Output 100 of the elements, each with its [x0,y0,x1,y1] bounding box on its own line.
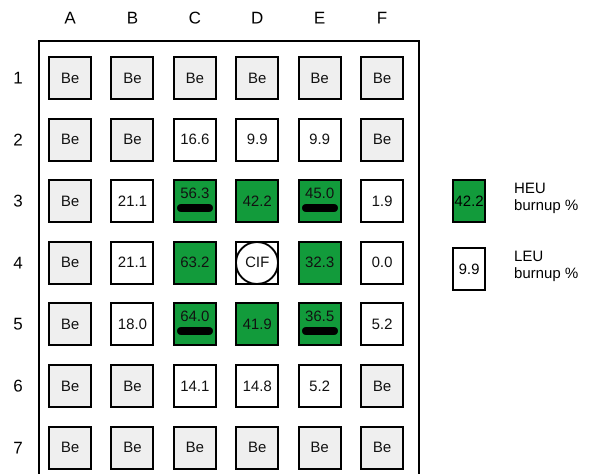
burnup-value: Be [372,132,392,148]
reflector-element [172,56,217,100]
reflector-element [48,240,92,285]
reflector-element [110,118,154,162]
fuel-element [110,240,154,285]
fuel-element [172,240,217,285]
reflector-element [48,426,92,470]
burnup-value: 18.0 [118,316,147,332]
row-label: 4 [13,254,23,272]
fuel-element [235,118,280,162]
burnup-value: 42.2 [242,194,272,209]
reflector-element [298,426,342,470]
fuel-element [172,364,217,408]
burnup-value: 21.1 [118,194,147,209]
burnup-value: 9.9 [309,132,330,148]
fuel-element [110,302,154,346]
burnup-value: Be [372,440,392,456]
reflector-element [298,56,342,100]
reflector-element [110,56,154,100]
fuel-element [235,179,280,224]
burnup-value: 14.1 [180,378,210,394]
burnup-value: Be [60,440,80,456]
reflector-element [48,118,92,162]
fuel-element [172,302,217,346]
reflector-element [110,364,154,408]
column-label: F [376,10,388,26]
legend-text: HEU burnup % [514,180,580,214]
reflector-element [360,364,404,408]
burnup-value: Be [123,378,142,394]
burnup-value: Be [248,440,266,456]
burnup-value: Be [123,70,142,86]
row-label: 3 [13,192,23,210]
burnup-value: 16.6 [180,132,210,148]
burnup-value: Be [60,194,80,209]
burnup-value: Be [60,316,80,332]
burnup-value: 14.8 [242,378,272,394]
burnup-value: Be [60,70,80,86]
burnup-value: Be [186,70,204,86]
burnup-value: Be [310,70,329,86]
burnup-value: 64.0 [180,309,210,324]
fuel-element [298,302,342,346]
fuel-element [172,118,217,162]
burnup-value: Be [123,440,142,456]
column-label: C [188,10,201,26]
burnup-value: 32.3 [304,255,334,270]
row-label: 1 [13,70,23,86]
fuel-element [298,364,342,408]
burnup-value: 5.2 [372,316,392,332]
column-label: D [251,10,264,26]
legend-value: 9.9 [458,260,480,278]
reflector-element [235,426,280,470]
reflector-element [172,426,217,470]
row-label: 7 [13,439,23,456]
irradiation-facility-circle: CIF [235,240,280,285]
fuel-element [360,240,404,285]
burnup-value: 1.9 [372,194,392,209]
fuel-element [298,179,342,224]
burnup-value: Be [372,378,392,394]
core-grid-frame [38,40,420,474]
legend-value: 42.2 [454,192,484,210]
fuel-element [235,364,280,408]
column-label: A [64,10,76,26]
column-label: B [126,10,138,26]
row-label: 6 [13,378,23,394]
burnup-value: 21.1 [118,255,147,270]
reflector-element [48,179,92,224]
burnup-value: Be [372,70,392,86]
burnup-value: Be [310,440,329,456]
reflector-element [48,302,92,346]
burnup-value: 9.9 [246,132,268,148]
fuel-element [235,302,280,346]
fuel-element [298,118,342,162]
reflector-element [360,118,404,162]
legend-text: LEU burnup % [514,248,580,282]
fuel-element [110,179,154,224]
burnup-value: Be [60,255,80,270]
reflector-element [235,56,280,100]
burnup-value: Be [248,70,266,86]
burnup-value: 56.3 [180,186,210,202]
reflector-element [48,364,92,408]
row-label: 2 [13,131,23,148]
burnup-value: 36.5 [304,309,334,324]
reflector-element [110,426,154,470]
reflector-element [360,426,404,470]
reflector-element [360,56,404,100]
fuel-element [172,179,217,224]
burnup-value: Be [60,132,80,148]
fuel-element [360,302,404,346]
row-label: 5 [13,316,23,333]
burnup-value: Be [123,132,142,148]
fuel-element [360,179,404,224]
burnup-value: 63.2 [180,255,210,270]
reflector-element [48,56,92,100]
burnup-value: 0.0 [372,255,392,270]
burnup-value: 5.2 [309,378,330,394]
burnup-value: Be [186,440,204,456]
burnup-value: 41.9 [242,316,272,332]
fuel-element [298,240,342,285]
burnup-value: 45.0 [304,186,334,202]
column-label: E [314,10,326,26]
